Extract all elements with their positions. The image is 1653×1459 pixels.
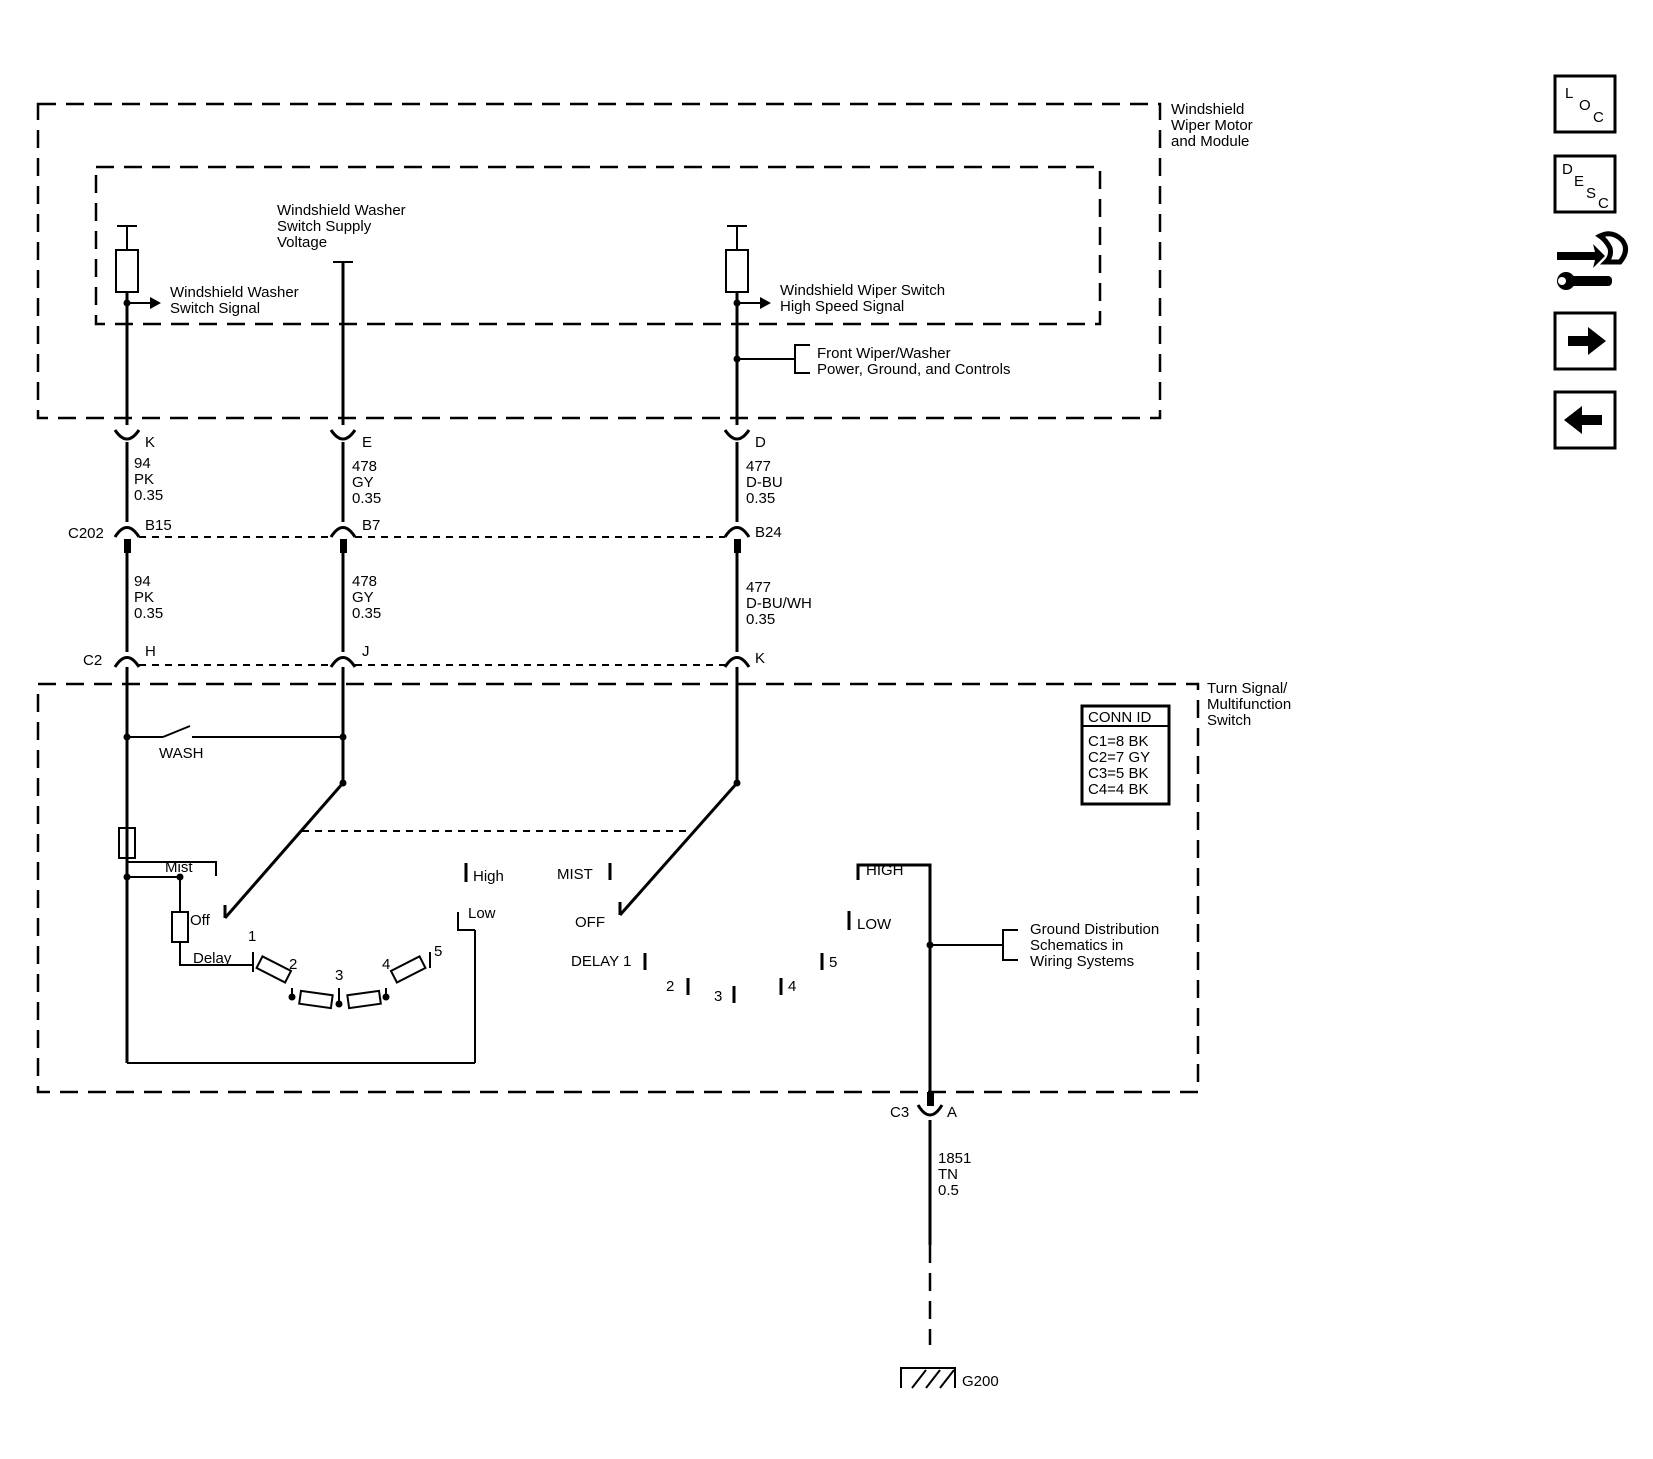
module-circuit-e bbox=[333, 261, 353, 425]
c202-connector bbox=[113, 526, 751, 553]
c3-pin-a: A bbox=[947, 1104, 957, 1121]
loc-letter-o: O bbox=[1579, 97, 1591, 114]
module-pin-k: K bbox=[145, 434, 155, 451]
module-circuit-k bbox=[115, 225, 161, 425]
delay-label: Delay bbox=[193, 950, 232, 967]
module-circuit-d bbox=[725, 225, 810, 425]
delay-pos-2: 2 bbox=[289, 956, 297, 973]
delay1-pos-label: DELAY 1 bbox=[571, 953, 631, 970]
conn-id-box bbox=[1080, 704, 1171, 806]
c2-label: C2 bbox=[83, 652, 102, 669]
high-pos-label: HIGH bbox=[866, 862, 904, 879]
conn-id-row-3: C3=5 BK bbox=[1088, 765, 1148, 782]
off-pos-label: OFF bbox=[575, 914, 605, 931]
c3-label: C3 bbox=[890, 1104, 909, 1121]
mfs-outline bbox=[36, 682, 1200, 1094]
ground-symbol bbox=[900, 1367, 956, 1389]
c2-connector bbox=[113, 656, 751, 668]
wiper-module-outline bbox=[36, 102, 1162, 420]
arrow-right-icon bbox=[1568, 327, 1606, 355]
arrow-left-icon bbox=[1564, 406, 1602, 434]
c202-pin-b15: B15 bbox=[145, 517, 172, 534]
c202-label: C202 bbox=[68, 525, 104, 542]
pos-5-label: 5 bbox=[829, 954, 837, 971]
desc-letter-d: D bbox=[1562, 161, 1573, 178]
module-connector bbox=[113, 429, 751, 441]
mist-label: Mist bbox=[165, 859, 193, 876]
conn-id-row-4: C4=4 BK bbox=[1088, 781, 1148, 798]
c202-pin-b24: B24 bbox=[755, 524, 782, 541]
pos-4-label: 4 bbox=[788, 978, 796, 995]
next-button[interactable] bbox=[1553, 311, 1617, 371]
conn-id-title: CONN ID bbox=[1088, 709, 1152, 726]
prev-button[interactable] bbox=[1553, 390, 1617, 450]
off-label: Off bbox=[190, 912, 211, 929]
c3-connector bbox=[916, 1092, 944, 1117]
module-pin-e: E bbox=[362, 434, 372, 451]
wrench-hand-icon[interactable] bbox=[1557, 231, 1628, 290]
low-label: Low bbox=[468, 905, 496, 922]
loc-letter-c: C bbox=[1593, 109, 1604, 126]
loc-button[interactable]: L O C bbox=[1553, 74, 1617, 134]
right-switch-circuit bbox=[608, 779, 1018, 1092]
low-pos-label: LOW bbox=[857, 916, 892, 933]
left-switch-circuit bbox=[118, 667, 739, 1064]
module-pin-d: D bbox=[755, 434, 766, 451]
loc-letter-l: L bbox=[1565, 85, 1573, 102]
delay-pos-3: 3 bbox=[335, 967, 343, 984]
wash-label: WASH bbox=[159, 745, 203, 762]
ground-id-label: G200 bbox=[962, 1373, 999, 1390]
desc-letter-c: C bbox=[1598, 195, 1609, 212]
pos-2-label: 2 bbox=[666, 978, 674, 995]
high-label: High bbox=[473, 868, 504, 885]
conn-id-row-1: C1=8 BK bbox=[1088, 733, 1148, 750]
conn-id-row-2: C2=7 GY bbox=[1088, 749, 1150, 766]
wiper-module-inner-outline bbox=[94, 165, 1102, 326]
desc-letter-s: S bbox=[1586, 185, 1596, 202]
delay-pos-1: 1 bbox=[248, 928, 256, 945]
desc-button[interactable]: D E S C bbox=[1553, 154, 1617, 214]
delay-pos-4: 4 bbox=[382, 956, 390, 973]
delay-pos-5: 5 bbox=[434, 943, 442, 960]
c2-pin-k: K bbox=[755, 650, 765, 667]
c2-pin-j: J bbox=[362, 643, 370, 660]
pos-3-label: 3 bbox=[714, 988, 722, 1005]
desc-letter-e: E bbox=[1574, 173, 1584, 190]
mist-pos-label: MIST bbox=[557, 866, 593, 883]
c202-pin-b7: B7 bbox=[362, 517, 380, 534]
c2-pin-h: H bbox=[145, 643, 156, 660]
